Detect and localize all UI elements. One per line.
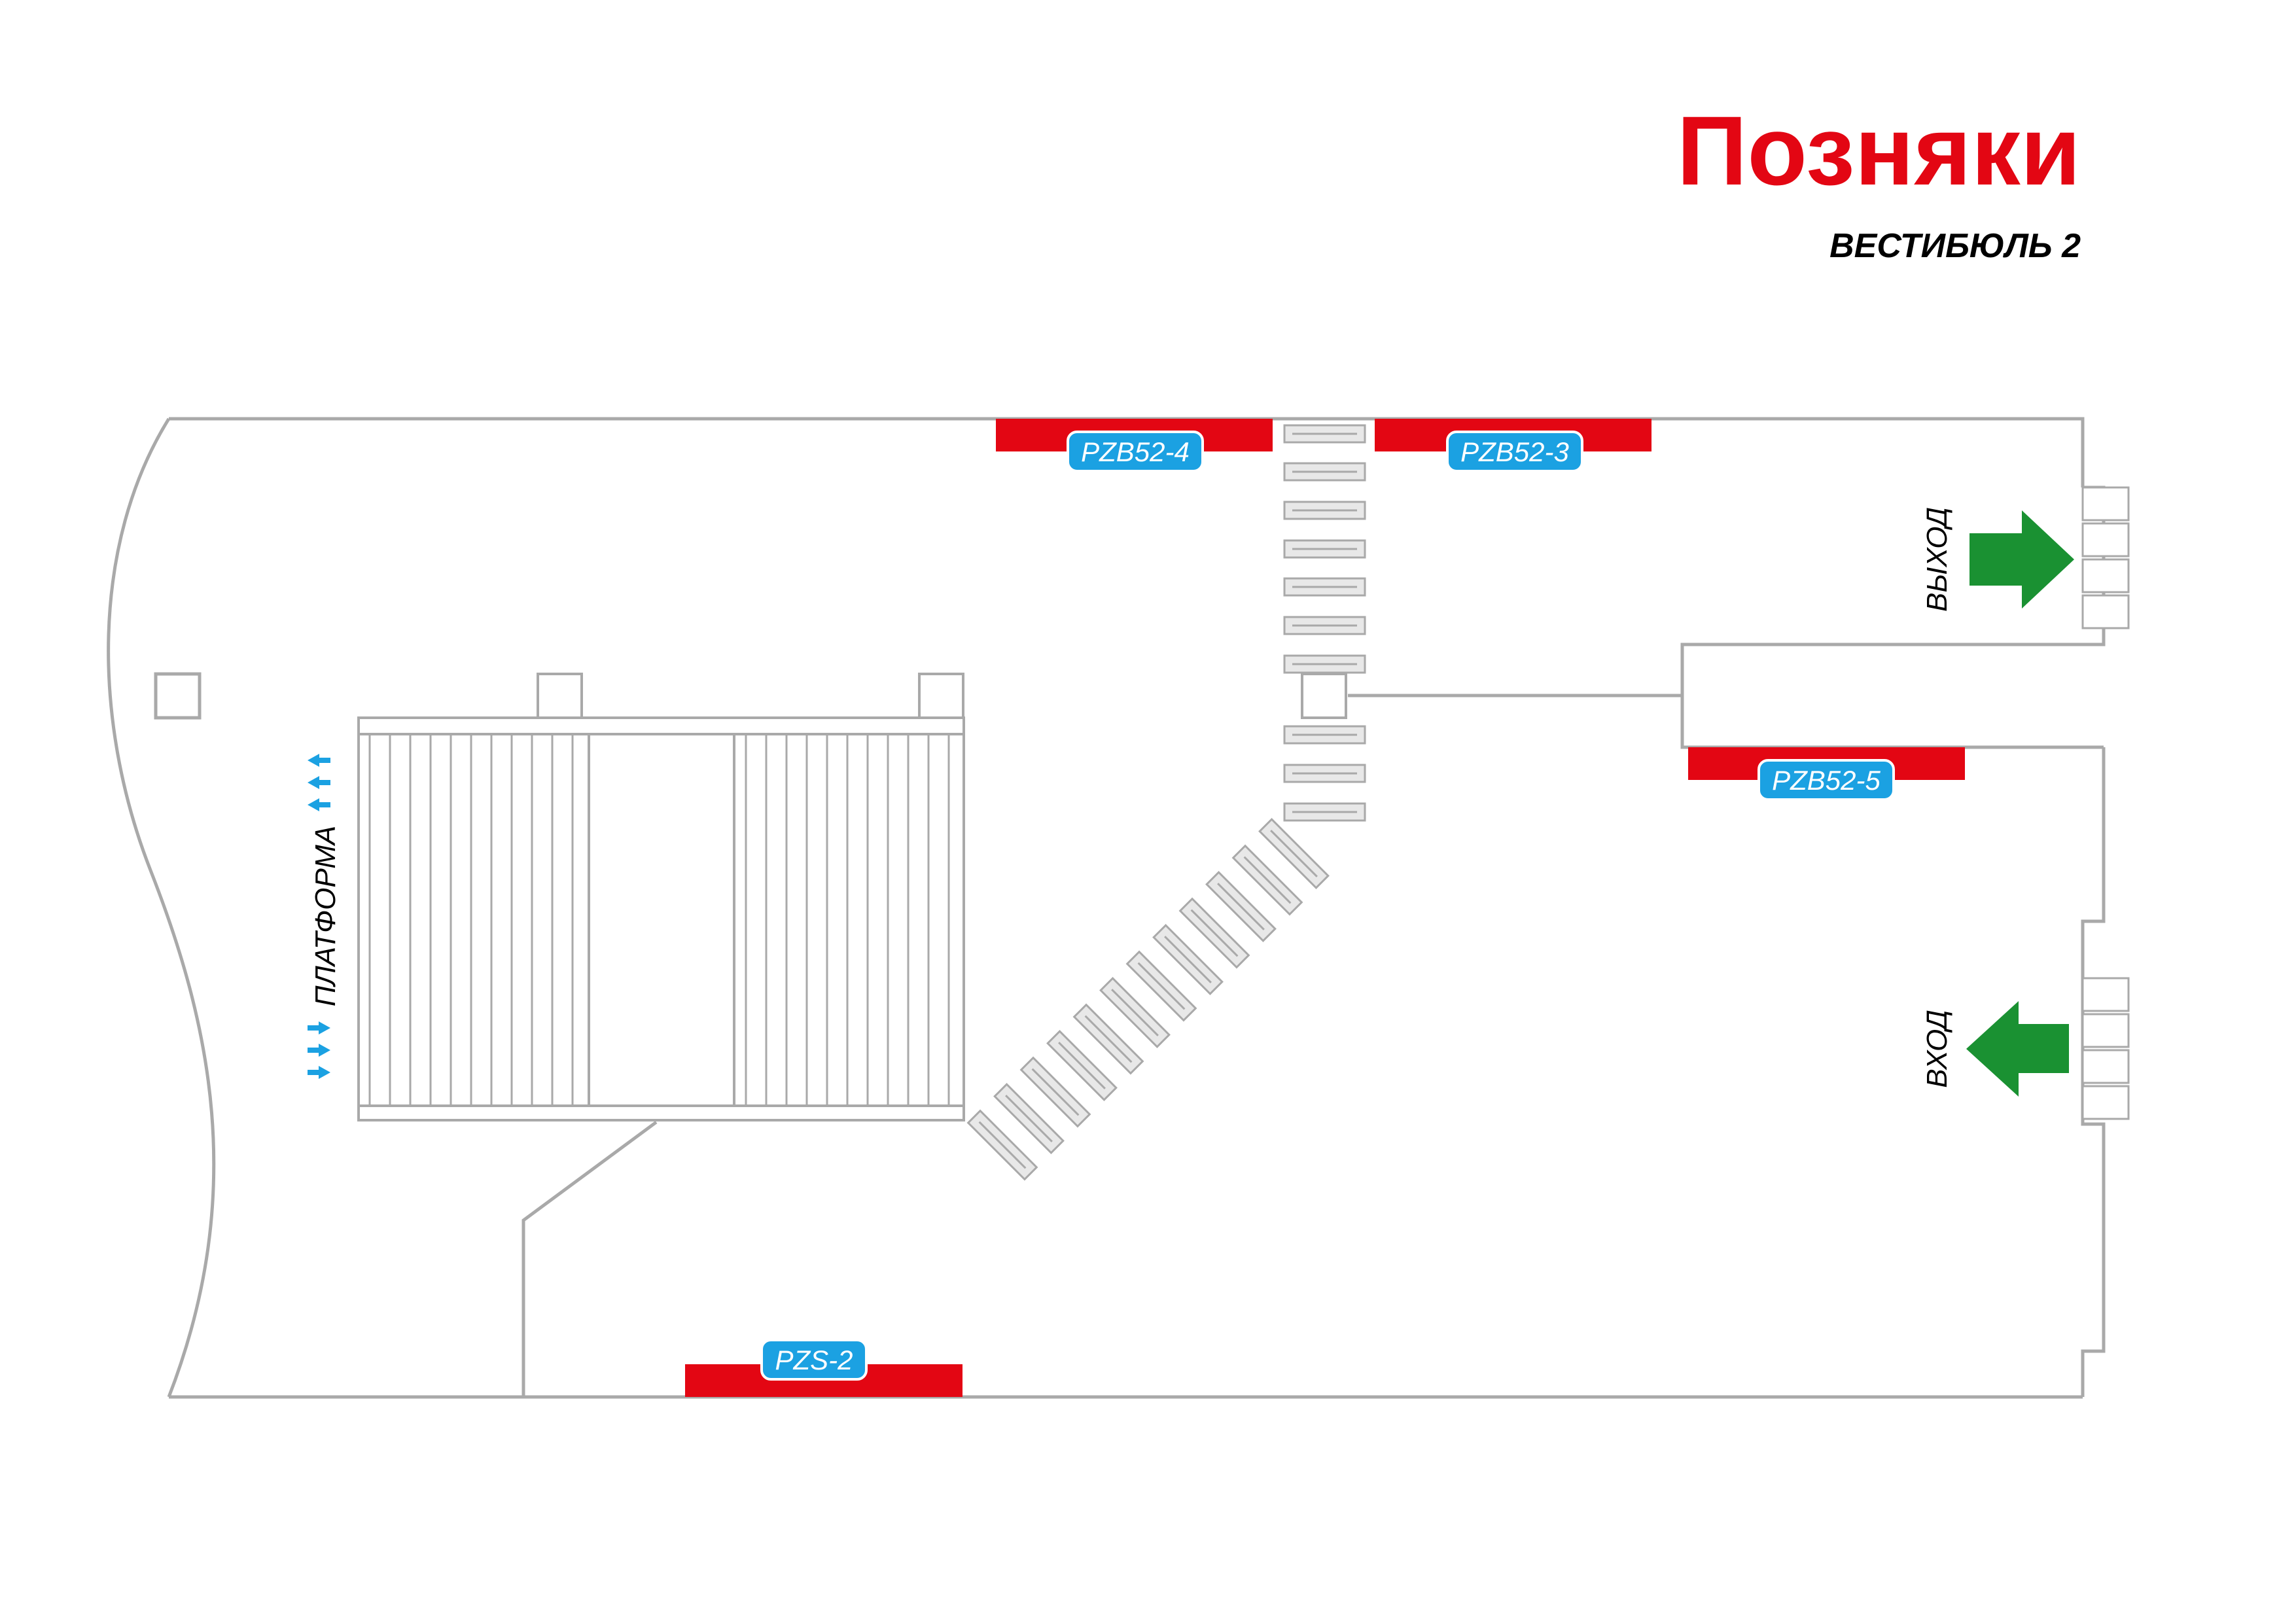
stair-treads-right	[745, 734, 950, 1106]
turnstile	[1205, 871, 1277, 942]
turnstile-divider	[978, 1121, 1027, 1169]
ad-spot-pzb52-4[interactable]: PZB52-4	[996, 419, 1273, 472]
turnstile	[1019, 1056, 1091, 1128]
ad-spot-pzs-2[interactable]: PZS-2	[685, 1339, 963, 1397]
vestibule-walls	[107, 417, 2106, 1399]
turnstile	[1072, 1003, 1144, 1075]
turnstile-divider	[1005, 1095, 1053, 1142]
turnstile-divider	[1243, 856, 1292, 904]
turnstile	[966, 1109, 1038, 1181]
turnstile-column	[1283, 424, 1366, 822]
stair-block	[357, 673, 965, 1121]
ad-spot-label: PZS-2	[775, 1345, 853, 1375]
turnstile-divider	[1190, 909, 1239, 957]
entrance-doors	[2081, 977, 2130, 1120]
turnstile-divider	[1164, 936, 1212, 983]
turnstile-divider	[1084, 1015, 1133, 1063]
turnstile	[1099, 977, 1171, 1048]
ad-spot-label: PZB52-4	[1081, 436, 1190, 467]
platform-arrows-down	[308, 1021, 330, 1079]
turnstile-divider	[1111, 989, 1159, 1036]
turnstile	[1152, 924, 1224, 995]
turnstile-booth	[1301, 673, 1347, 719]
stair-treads-left	[368, 734, 574, 1106]
turnstile-divider	[1217, 883, 1265, 930]
entrance-arrow-icon	[1966, 1001, 2069, 1097]
turnstile	[1178, 897, 1250, 969]
turnstile	[1125, 950, 1197, 1022]
turnstile	[1231, 844, 1303, 916]
ad-spot-label: PZB52-3	[1460, 436, 1569, 467]
entrance-label: ВХОД	[1921, 1010, 1953, 1087]
turnstile	[1046, 1030, 1118, 1101]
turnstile-divider	[1137, 962, 1186, 1010]
ad-spot-pzb52-5[interactable]: PZB52-5	[1688, 747, 1965, 801]
turnstile-divider	[1270, 830, 1318, 877]
ad-spot-pzb52-3[interactable]: PZB52-3	[1375, 419, 1651, 472]
platform-label: ПЛАТФОРМА	[309, 826, 342, 1006]
turnstile-divider	[1031, 1068, 1080, 1116]
exit-label: ВЫХОД	[1921, 507, 1953, 612]
exit-doors	[2081, 486, 2130, 629]
exit-arrow-icon	[1969, 510, 2074, 609]
station-title: Позняки	[1677, 96, 2081, 205]
station-subtitle: ВЕСТИБЮЛЬ 2	[1829, 227, 2081, 265]
turnstile-divider	[1058, 1042, 1106, 1089]
turnstile	[1258, 818, 1330, 889]
turnstile-diagonal	[966, 818, 1330, 1181]
platform-arrows-up	[308, 754, 330, 811]
turnstile	[993, 1083, 1065, 1154]
column	[154, 672, 202, 720]
ad-spot-label: PZB52-5	[1772, 765, 1881, 796]
